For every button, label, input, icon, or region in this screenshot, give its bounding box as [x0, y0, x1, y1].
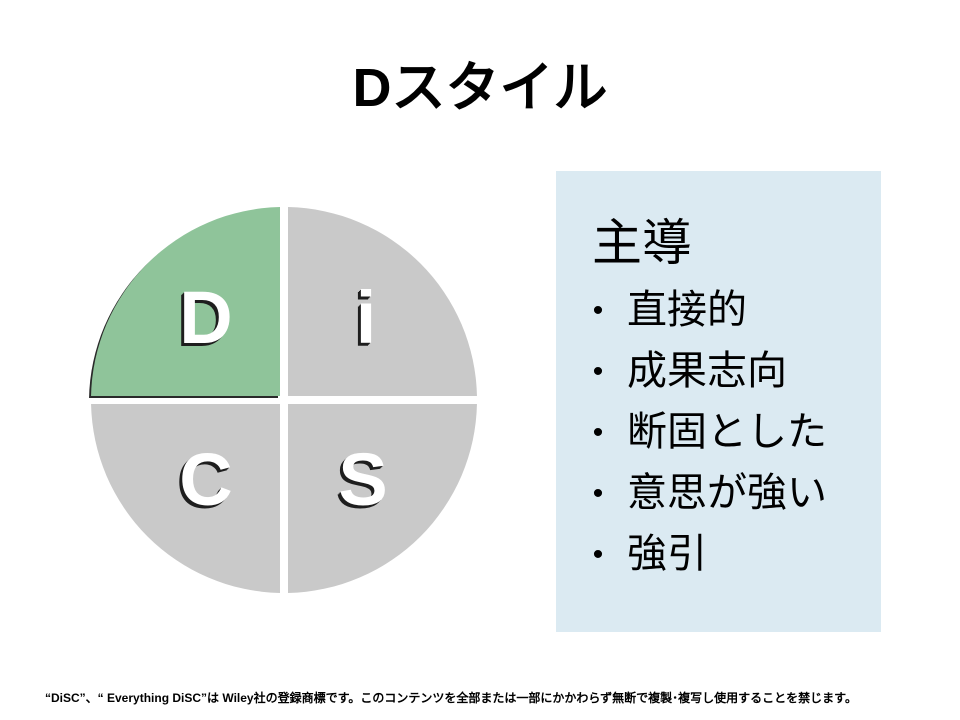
trait-item: • 直接的: [588, 280, 878, 341]
bullet-icon: •: [592, 416, 604, 449]
quadrant-d-letter: D: [179, 276, 233, 359]
trait-item: • 断固とした: [588, 402, 878, 463]
trait-text: 強引: [627, 532, 707, 576]
style-traits-panel: 主導 • 直接的 • 成果志向 • 断固とした • 意思が強い • 強引: [556, 171, 881, 632]
quadrant-i: [288, 207, 477, 396]
quadrant-i-letter: i: [355, 276, 377, 359]
quadrant-c: [91, 404, 280, 593]
traits-heading: 主導: [592, 215, 692, 271]
trait-text: 成果志向: [627, 349, 787, 393]
disc-circle-diagram: [89, 207, 477, 593]
quadrant-d: [91, 207, 280, 396]
slide-title: Dスタイル: [352, 58, 608, 118]
traits-list: • 直接的 • 成果志向 • 断固とした • 意思が強い • 強引: [588, 280, 878, 585]
bullet-icon: •: [592, 355, 604, 388]
trait-item: • 意思が強い: [588, 463, 878, 524]
bullet-icon: •: [592, 538, 604, 571]
quadrant-s: [288, 404, 477, 593]
trait-item: • 強引: [588, 524, 878, 585]
bullet-icon: •: [592, 294, 604, 327]
copyright-notice: “DiSC”、“ Everything DiSC”は Wiley社の登録商標です…: [45, 691, 857, 705]
trait-text: 意思が強い: [627, 471, 827, 515]
trait-text: 直接的: [627, 288, 747, 332]
quadrant-c-letter: C: [179, 438, 233, 521]
bullet-icon: •: [592, 477, 604, 510]
trait-text: 断固とした: [627, 410, 827, 454]
trait-item: • 成果志向: [588, 341, 878, 402]
quadrant-s-letter: S: [338, 438, 388, 521]
